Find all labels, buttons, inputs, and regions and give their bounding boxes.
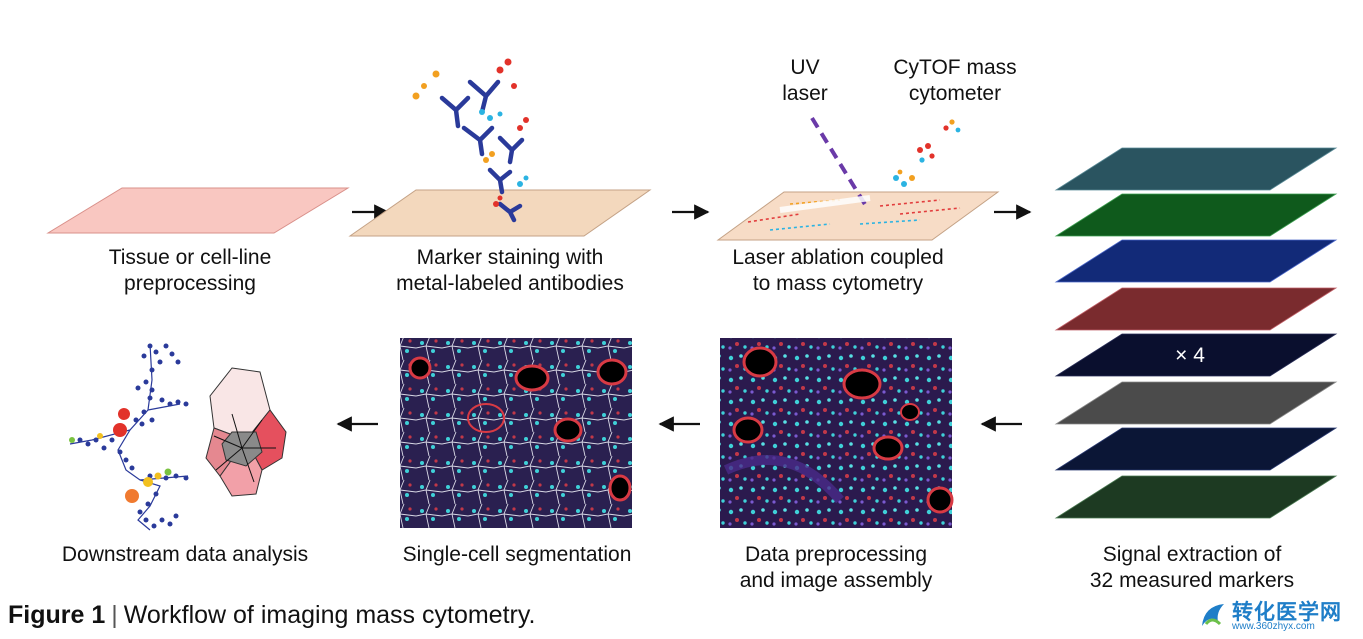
channel-layer [1054, 193, 1338, 237]
stack-multiplier-label: × 4 [1175, 344, 1205, 367]
channel-stack [1054, 147, 1338, 519]
spanning-tree-nodes [77, 343, 189, 529]
stained-slide [348, 189, 652, 237]
figure-caption-text: Workflow of imaging mass cytometry. [123, 601, 536, 629]
channel-layer [1054, 287, 1338, 331]
segmentation-image-features [408, 356, 632, 502]
watermark-url: www.360zhyx.com [1232, 621, 1315, 632]
channel-layer [1054, 239, 1338, 283]
neighborhood-glyph [205, 367, 287, 497]
channel-layer [1054, 147, 1338, 191]
channel-layer [1054, 427, 1338, 471]
channel-layer [1054, 333, 1338, 377]
channel-layer [1054, 475, 1338, 519]
step-label-downstream: Downstream data analysis [61, 543, 309, 566]
ablated-spots [747, 199, 961, 231]
figure-caption: Figure 1|Workflow of imaging mass cytome… [8, 601, 535, 630]
ion-cloud [893, 119, 961, 187]
step-label-segmentation: Single-cell segmentation [402, 543, 632, 566]
watermark-name: 转化医学网 [1232, 601, 1342, 624]
antibody-icon-group [439, 79, 525, 223]
segmentation-image [400, 338, 632, 528]
metal-tag-group [412, 58, 529, 207]
watermark-logo-icon [1202, 604, 1224, 626]
spanning-tree-hubs [69, 408, 172, 503]
caption-separator: | [111, 601, 118, 629]
ablation-streak [779, 195, 871, 213]
figure-number: Figure 1 [8, 601, 106, 629]
assembled-image-features [723, 346, 954, 514]
tissue-slide [46, 187, 350, 234]
channel-layer [1054, 381, 1338, 425]
